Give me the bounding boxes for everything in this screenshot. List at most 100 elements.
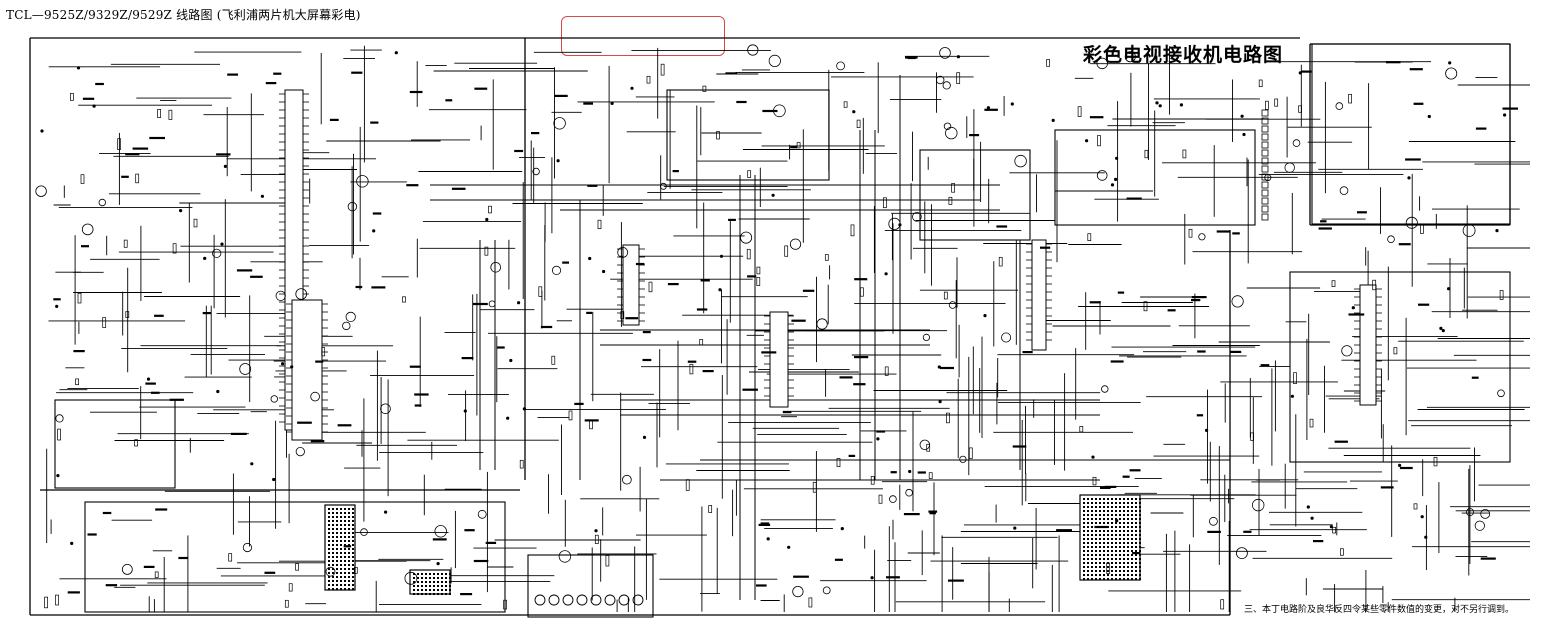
hatch-dot xyxy=(1087,578,1089,580)
hatch-dot xyxy=(1083,546,1085,548)
label-tick xyxy=(82,97,95,100)
transistor xyxy=(310,391,320,402)
hatch-dot xyxy=(413,573,415,575)
junction-dot xyxy=(986,106,991,110)
hatch-dot xyxy=(1115,506,1117,508)
hatch-dot xyxy=(1099,514,1101,516)
hatch-dot xyxy=(1135,510,1137,512)
hatch-dot xyxy=(1091,562,1093,564)
transistor xyxy=(325,566,336,577)
connector-pad xyxy=(1261,141,1269,149)
junction-dot xyxy=(220,242,224,246)
hatch-dot xyxy=(1139,530,1141,532)
hatch-dot xyxy=(1103,510,1105,512)
connector-pad xyxy=(1261,157,1269,165)
hatch-dot xyxy=(437,589,439,591)
label-tick xyxy=(1207,530,1221,533)
resistor xyxy=(620,311,625,320)
hatch-dot xyxy=(1111,546,1113,548)
header-title: TCL—9525Z/9329Z/9529Z 线路图 (飞利浦两片机大屏幕彩电) xyxy=(6,8,361,22)
connector-pad xyxy=(1261,165,1269,173)
junction-dot xyxy=(766,537,770,541)
hatch-dot xyxy=(445,577,447,579)
hatch-dot xyxy=(425,585,427,587)
label-tick xyxy=(969,134,980,137)
hatch-dot xyxy=(1083,554,1085,556)
hatch-dot xyxy=(421,577,423,579)
label-tick xyxy=(996,225,1008,228)
hatch-dot xyxy=(1115,574,1117,576)
hatch-dot xyxy=(336,512,338,514)
resistor xyxy=(484,246,489,256)
hatch-dot xyxy=(340,520,342,522)
hatch-dot xyxy=(1115,518,1117,520)
hatch-dot xyxy=(1107,554,1109,556)
hatch-dot xyxy=(1099,578,1101,580)
hatch-dot xyxy=(1111,534,1113,536)
hatch-dot xyxy=(1083,542,1085,544)
hatch-dot xyxy=(1123,506,1125,508)
hatch-dot xyxy=(348,508,350,510)
transistor xyxy=(768,54,781,68)
label-tick xyxy=(742,388,758,391)
hatch-dot xyxy=(1095,562,1097,564)
hatch-dot xyxy=(344,588,346,590)
label-tick xyxy=(586,311,593,314)
junction-dot xyxy=(517,301,521,305)
hatch-dot xyxy=(1103,518,1105,520)
hatch-dot xyxy=(421,585,423,587)
hatch-dot xyxy=(1083,550,1085,552)
label-tick xyxy=(265,82,277,85)
resistor xyxy=(193,218,198,228)
label-tick xyxy=(414,404,422,407)
resistor xyxy=(956,72,961,84)
hatch-dot xyxy=(1107,506,1109,508)
transistor xyxy=(342,321,351,331)
hatch-dot xyxy=(340,560,342,562)
hatch-dot xyxy=(437,573,439,575)
hatch-dot xyxy=(1123,530,1125,532)
hatch-dot xyxy=(1131,510,1133,512)
resistor xyxy=(1348,93,1352,104)
label-tick xyxy=(355,285,363,289)
hatch-dot xyxy=(352,572,354,574)
hatch-dot xyxy=(1119,538,1121,540)
label-tick xyxy=(876,430,886,433)
label-tick xyxy=(700,279,710,282)
resistor xyxy=(75,378,79,386)
transistor xyxy=(1497,389,1505,398)
hatch-dot xyxy=(1139,506,1141,508)
hatch-dot xyxy=(1135,566,1137,568)
label-tick xyxy=(1334,440,1348,443)
hatch-dot xyxy=(332,556,334,558)
hatch-dot xyxy=(1119,502,1121,504)
hatch-dot xyxy=(1091,542,1093,544)
label-tick xyxy=(1100,486,1111,489)
hatch-dot xyxy=(328,520,330,522)
transistor xyxy=(889,495,897,503)
hatch-dot xyxy=(332,560,334,562)
hatch-dot xyxy=(1087,546,1089,548)
hatch-dot xyxy=(1095,510,1097,512)
resistor xyxy=(1046,59,1050,67)
ic-package xyxy=(769,311,789,408)
hatch-dot xyxy=(1123,518,1125,520)
hatch-dot xyxy=(332,548,334,550)
hatch-dot xyxy=(1127,578,1129,580)
output-jack xyxy=(562,594,574,606)
label-tick xyxy=(451,187,466,190)
resistor xyxy=(883,197,887,209)
junction-dot xyxy=(436,562,440,566)
label-tick xyxy=(310,440,325,443)
hatch-dot xyxy=(1131,570,1133,572)
hatch-dot xyxy=(429,573,431,575)
resistor xyxy=(1087,233,1092,241)
hatch-dot xyxy=(1115,498,1117,500)
transistor xyxy=(836,61,845,71)
label-tick xyxy=(371,286,386,289)
label-tick xyxy=(940,366,954,370)
hatch-dot xyxy=(1135,562,1137,564)
hatch-dot xyxy=(1087,498,1089,500)
transistor xyxy=(905,488,913,497)
